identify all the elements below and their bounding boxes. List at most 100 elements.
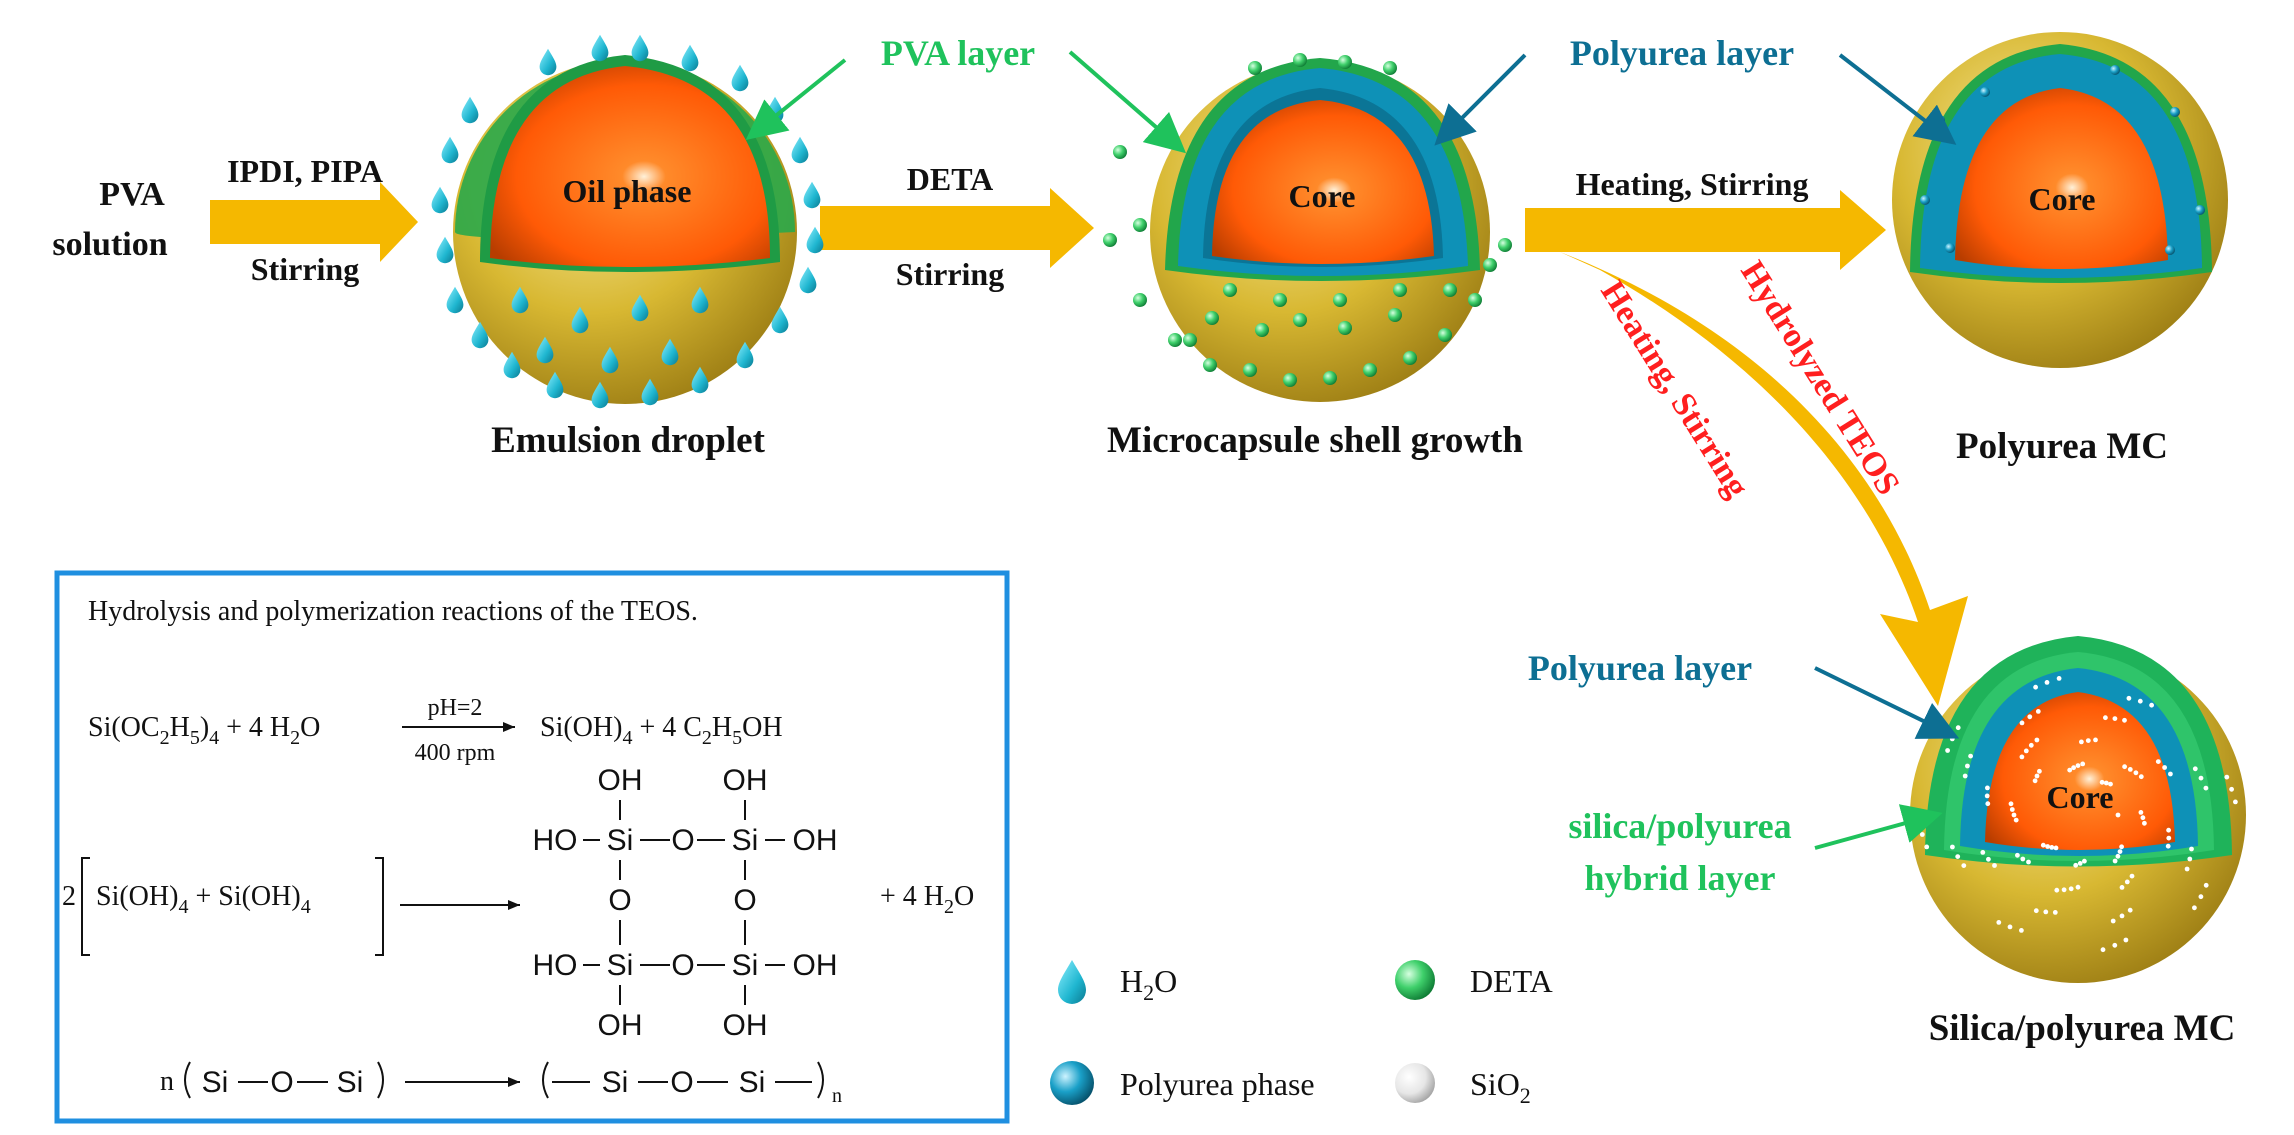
silica-dot xyxy=(2009,807,2015,812)
particle xyxy=(803,181,821,209)
polyurea-layer-pointer-3 xyxy=(1814,666,1960,739)
silica-dot xyxy=(1992,863,1997,868)
pva-layer-pointer-right xyxy=(1068,50,1187,154)
silica-dot xyxy=(2027,714,2033,720)
particle xyxy=(2195,205,2205,215)
step1-top-label: IPDI, PIPA xyxy=(227,153,383,189)
particle xyxy=(631,34,649,62)
silica-dot xyxy=(2075,763,2081,768)
silica-dot xyxy=(2233,799,2238,805)
silica-dot xyxy=(2020,856,2026,862)
svg-text:Si(OH)4 + 4 C2H5OH: Si(OH)4 + 4 C2H5OH xyxy=(540,712,783,749)
silica-dot xyxy=(2071,765,2077,771)
particle xyxy=(1338,321,1352,335)
silica-dot xyxy=(2166,835,2172,841)
silica-dot xyxy=(2166,827,2172,833)
polyurea-mc-capsule xyxy=(1892,32,2228,368)
silica-dot xyxy=(2037,768,2042,774)
svg-text:n: n xyxy=(160,1066,174,1097)
silica-dot xyxy=(2019,720,2025,726)
silica-dot xyxy=(2052,910,2058,915)
silica-dot xyxy=(2019,928,2024,933)
silica-dot xyxy=(2085,738,2091,743)
particle xyxy=(591,34,609,62)
particle xyxy=(1393,283,1407,297)
particle xyxy=(1248,61,1262,75)
particle xyxy=(731,64,749,92)
pva-layer-label: PVA layer xyxy=(881,33,1035,73)
silica-dot xyxy=(2133,770,2139,776)
particle xyxy=(1183,333,1197,347)
hybrid-layer-pointer xyxy=(1814,804,1943,850)
particle xyxy=(1438,328,1452,342)
shell-growth-capsule xyxy=(1103,53,1512,402)
silica-dot xyxy=(2028,742,2034,748)
reaction-box: Hydrolysis and polymerization reactions … xyxy=(54,570,1010,1124)
svg-text:n: n xyxy=(832,1085,842,1107)
particle xyxy=(1980,87,1990,97)
silica-dot xyxy=(1950,844,1955,850)
silica-dot xyxy=(2117,849,2123,854)
silica-dot xyxy=(2203,882,2209,888)
particle xyxy=(1223,283,1237,297)
silica-dot xyxy=(2008,801,2014,807)
particle xyxy=(1293,313,1307,327)
water-drop-icon xyxy=(1058,960,1086,1004)
silica-dot xyxy=(1955,854,1961,859)
particle xyxy=(1113,145,1127,159)
core-label-silica: Core xyxy=(2047,779,2114,815)
eq1-condition-top: pH=2 xyxy=(428,695,483,721)
particle xyxy=(539,48,557,76)
particle xyxy=(791,136,809,164)
silica-dot xyxy=(2093,737,2098,743)
svg-text:O: O xyxy=(671,824,694,857)
svg-text:Si: Si xyxy=(337,1066,364,1099)
silica-mc-capsule xyxy=(1910,636,2246,983)
svg-text:O: O xyxy=(733,884,756,917)
silica-dot xyxy=(2044,680,2050,685)
particle xyxy=(441,136,459,164)
hybrid-layer-label-2: hybrid layer xyxy=(1584,858,1775,898)
svg-text:Si: Si xyxy=(732,949,759,982)
silica-dot xyxy=(2054,887,2060,893)
particle xyxy=(2110,65,2120,75)
silica-dot xyxy=(2162,765,2168,770)
particle xyxy=(1255,323,1269,337)
silica-dot xyxy=(1924,844,1930,850)
silica-dot xyxy=(2032,778,2038,784)
silica-dot xyxy=(2049,845,2055,850)
silica-dot xyxy=(1962,773,1968,779)
svg-text:OH: OH xyxy=(793,949,838,982)
silica-dot xyxy=(2229,786,2235,792)
svg-text:+ 4 H2O: + 4 H2O xyxy=(880,881,974,918)
legend: H2O DETA Polyurea phase SiO2 xyxy=(1050,960,1553,1108)
step2-top-label: DETA xyxy=(907,161,994,197)
legend-polyurea: Polyurea phase xyxy=(1050,1061,1315,1105)
silica-dot xyxy=(2119,844,2125,850)
silica-dot xyxy=(2149,702,2155,708)
silica-dot xyxy=(2127,767,2133,772)
silica-dot xyxy=(2108,781,2113,787)
white-sphere-icon xyxy=(1395,1063,1435,1103)
particle xyxy=(799,266,817,294)
oil-phase-label: Oil phase xyxy=(563,173,692,209)
svg-text:SiO2: SiO2 xyxy=(1470,1066,1531,1108)
legend-h2o: H2O xyxy=(1058,960,1177,1005)
silica-dot xyxy=(1984,793,1990,799)
particle xyxy=(1273,293,1287,307)
svg-text:OH: OH xyxy=(723,1009,768,1042)
core-label-growth: Core xyxy=(1289,178,1356,214)
silica-dot xyxy=(2129,873,2135,879)
polyurea-layer-pointer-1 xyxy=(1434,53,1527,146)
particle xyxy=(1283,373,1297,387)
eq1-condition-bottom: 400 rpm xyxy=(415,740,496,766)
silica-dot xyxy=(2080,761,2086,767)
silica-dot xyxy=(2192,905,2197,911)
silica-dot xyxy=(2067,767,2073,773)
pva-solution-label-2: solution xyxy=(52,226,167,263)
silica-dot xyxy=(2192,766,2198,772)
silica-dot xyxy=(2119,885,2125,890)
hybrid-layer-label-1: silica/polyurea xyxy=(1568,806,1791,846)
particle xyxy=(1205,311,1219,325)
